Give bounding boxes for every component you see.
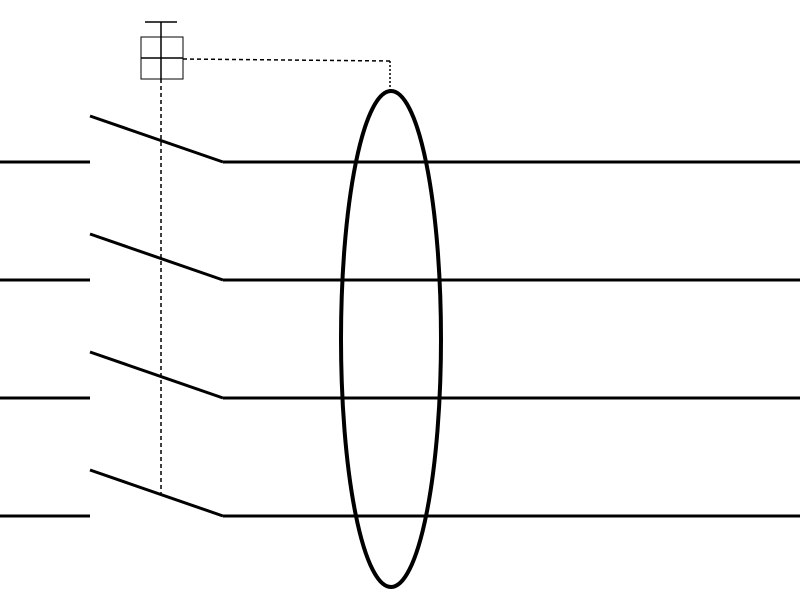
pole-4-switch-contact [89,468,224,518]
pole-1 [0,114,800,164]
test-button-icon [140,21,184,80]
pole-3 [0,350,800,400]
pole-4 [0,468,800,518]
toroidal-transformer-icon [339,89,443,589]
trip-link-horizontal [182,58,391,62]
pole-3-switch-contact [89,350,224,400]
pole-1-switch-contact [89,114,224,164]
pole-2 [0,232,800,282]
pole-2-switch-contact [89,232,224,282]
